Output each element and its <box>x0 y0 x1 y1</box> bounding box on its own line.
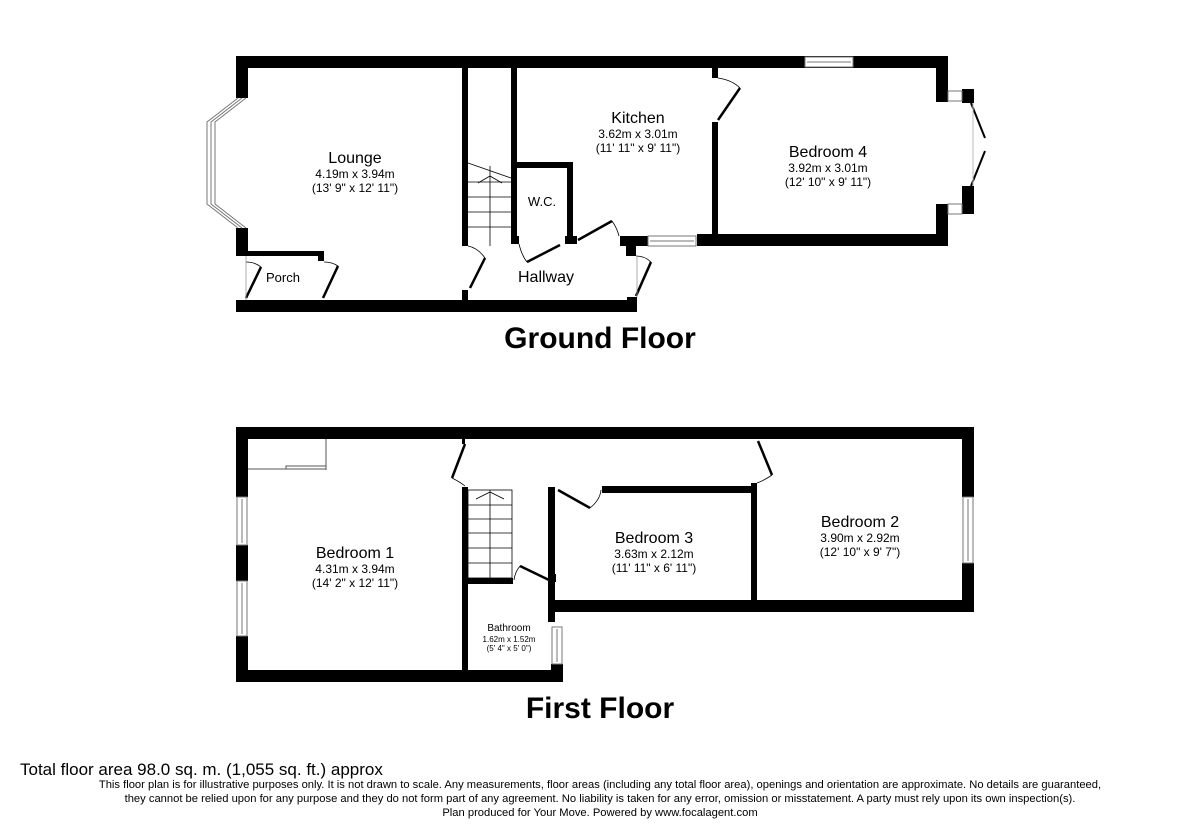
bay-window <box>206 97 247 229</box>
first-floor-stairs <box>467 489 513 579</box>
room-dimensions-imperial: (11' 11" x 6' 11") <box>611 561 697 576</box>
room-name: Kitchen <box>611 110 665 127</box>
room-label-bathroom: Bathroom 1.62m x 1.52m (5' 4" x 5' 0") <box>483 623 536 653</box>
disclaimer-line-1: This floor plan is for illustrative purp… <box>98 779 1102 791</box>
room-label-bedroom-4: Bedroom 4 3.92m x 3.01m (12' 10" x 9' 11… <box>785 144 871 190</box>
room-name: Bedroom 3 <box>614 530 694 547</box>
first-floor-title: First Floor <box>525 692 675 725</box>
first-floor-windows <box>236 496 974 665</box>
room-name: Bedroom 2 <box>820 514 900 531</box>
room-label-bedroom-3: Bedroom 3 3.63m x 2.12m (11' 11" x 6' 11… <box>612 530 696 576</box>
total-floor-area: Total floor area 98.0 sq. m. (1,055 sq. … <box>20 760 383 779</box>
room-label-wc: W.C. <box>527 194 557 209</box>
disclaimer-line-2: they cannot be relied upon for any purpo… <box>124 793 1076 805</box>
room-dimensions-metric: 4.31m x 3.94m <box>315 562 395 577</box>
room-label-bedroom-1: Bedroom 1 4.31m x 3.94m (14' 2" x 12' 11… <box>312 545 398 591</box>
room-dimensions-imperial: (12' 10" x 9' 7") <box>819 545 901 560</box>
room-dimensions-imperial: (5' 4" x 5' 0") <box>486 643 532 653</box>
room-label-bedroom-2: Bedroom 2 3.90m x 2.92m (12' 10" x 9' 7"… <box>820 514 900 560</box>
plan-credit: Plan produced for Your Move. Powered by … <box>442 807 758 819</box>
room-dimensions-imperial: (13' 9" x 12' 11") <box>311 181 399 196</box>
room-name: Bathroom <box>487 623 531 634</box>
room-dimensions-imperial: (14' 2" x 12' 11") <box>311 576 399 591</box>
room-dimensions-metric: 3.92m x 3.01m <box>788 161 868 176</box>
room-dimensions-imperial: (12' 10" x 9' 11") <box>784 175 872 190</box>
room-dimensions-imperial: (11' 11" x 9' 11") <box>595 141 681 156</box>
room-label-kitchen: Kitchen 3.62m x 3.01m (11' 11" x 9' 11") <box>596 110 680 156</box>
room-dimensions-metric: 3.90m x 2.92m <box>820 531 900 546</box>
room-name: Bedroom 4 <box>788 144 868 161</box>
ground-floor-walls <box>236 56 974 312</box>
first-floor-walls <box>236 427 974 682</box>
room-label-lounge: Lounge 4.19m x 3.94m (13' 9" x 12' 11") <box>312 150 398 196</box>
first-floor-door-swings <box>451 474 773 581</box>
room-name: Lounge <box>328 150 382 167</box>
ground-floor-stairs <box>467 162 512 246</box>
ground-floor-doors <box>244 87 742 299</box>
room-name: Bedroom 1 <box>315 545 395 562</box>
french-doors <box>970 102 986 187</box>
room-label-hallway: Hallway <box>517 269 575 286</box>
room-dimensions-metric: 4.19m x 3.94m <box>315 167 395 182</box>
room-dimensions-metric: 3.62m x 3.01m <box>598 127 678 142</box>
room-dimensions-metric: 1.62m x 1.52m <box>482 634 536 644</box>
first-floor-doors <box>450 440 774 582</box>
ground-floor-door-swings <box>245 77 741 300</box>
wardrobe <box>248 439 327 470</box>
room-dimensions-metric: 3.63m x 2.12m <box>614 547 694 562</box>
room-label-porch: Porch <box>266 270 300 285</box>
ground-floor-windows <box>647 56 963 247</box>
ground-floor-title: Ground Floor <box>504 322 696 355</box>
